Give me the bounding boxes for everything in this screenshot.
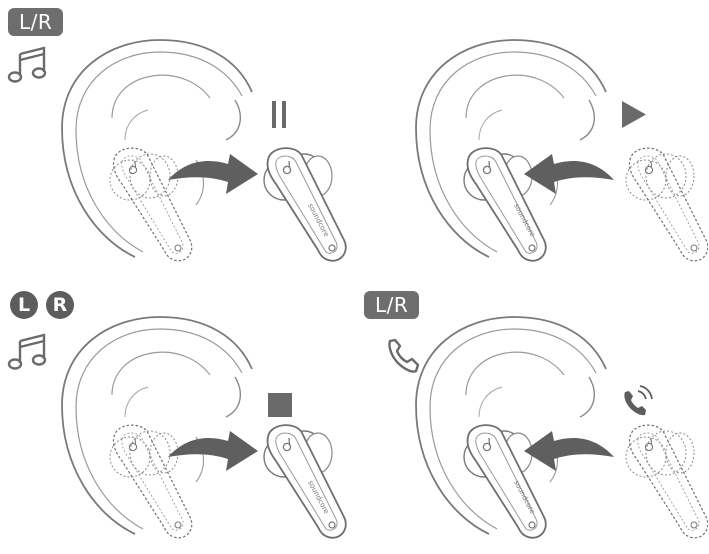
ear-outline [61,316,253,535]
panel-stop-illustration: soundcore [7,316,347,539]
panel-resume: soundcore [354,0,708,277]
phone-icon [388,338,420,373]
panel-pause: L/R soundcore [0,0,354,277]
music-icon [7,333,47,370]
panel-stop: L R soundcore [0,277,354,554]
remove-arrow [168,431,258,471]
earbud-removed [263,147,347,262]
right-badge: R [46,291,74,319]
earbud-in-ear [463,147,547,262]
stop-icon [268,393,292,417]
earbud-in-ear-ghost [109,147,193,262]
play-icon [622,101,646,128]
insert-arrow [524,431,614,471]
lr-badge: L/R [364,291,420,319]
panel-call: L/R soundcore [354,277,708,554]
ear-outline [61,39,253,258]
lr-badge: L/R [8,8,64,36]
pause-icon [272,101,286,128]
panel-pause-illustration: soundcore [7,39,347,262]
remove-arrow [168,154,258,194]
insert-arrow [524,154,614,194]
earbud-outside-ghost [625,147,708,262]
panel-call-illustration: soundcore [388,316,708,539]
earbud-in-ear-ghost [109,424,193,539]
panel-resume-illustration: soundcore [415,39,708,262]
ringing-phone-icon [624,385,653,416]
earbud-removed [263,424,347,539]
earbud-outside-ghost [625,424,708,539]
left-badge: L [10,291,38,319]
earbud-in-ear [463,424,547,539]
music-icon [7,46,47,83]
